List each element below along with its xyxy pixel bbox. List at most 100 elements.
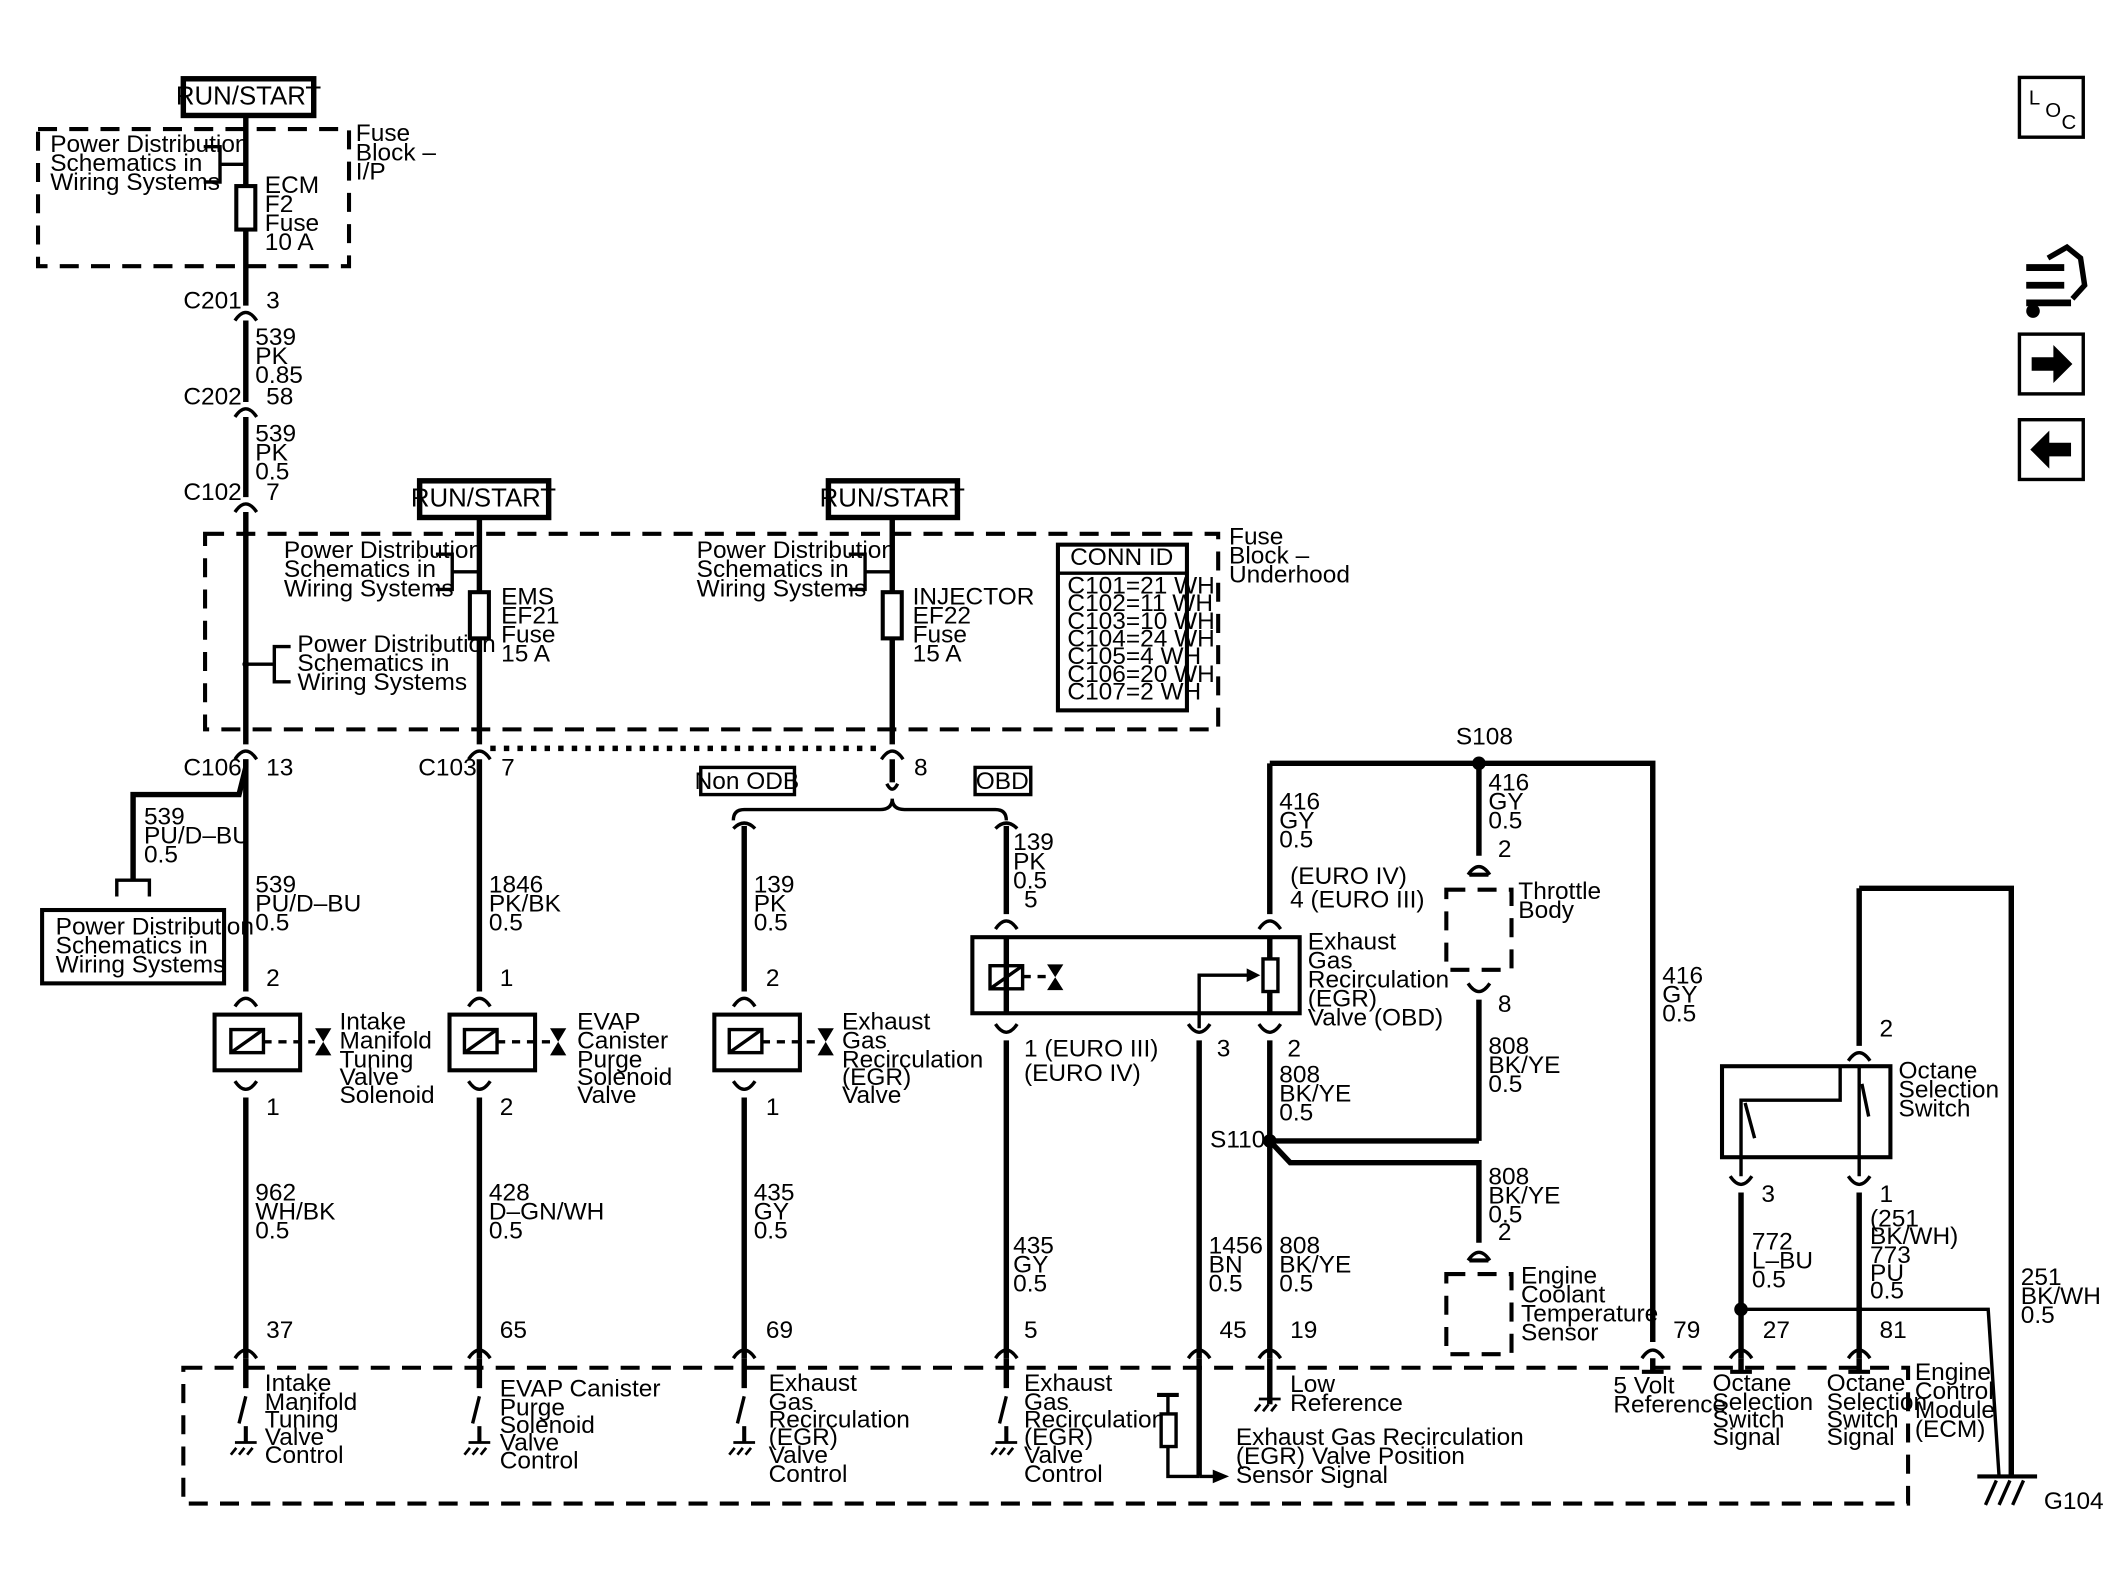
svg-text:808: 808 — [1279, 1233, 1320, 1260]
svg-text:WH/BK: WH/BK — [255, 1199, 336, 1226]
wire-808-bk-ye-egr: 808 BK/YE 0.5 — [1279, 1062, 1351, 1127]
svg-text:PK: PK — [754, 890, 787, 917]
next-page-button[interactable] — [2017, 332, 2085, 396]
svg-text:27: 27 — [1763, 1317, 1790, 1344]
svg-text:1846: 1846 — [489, 871, 543, 898]
svg-text:Recirculation: Recirculation — [842, 1047, 983, 1074]
conn-id-row: C102=11 WH — [1067, 590, 1213, 617]
svg-text:539: 539 — [255, 420, 296, 447]
svg-text:Low: Low — [1290, 1371, 1335, 1398]
conn-id-row: C104=24 WH — [1067, 626, 1214, 653]
ecm-pin-37: 37 Intake Manifold Tuning Valve Control — [229, 1317, 357, 1469]
svg-text:Selection: Selection — [1899, 1076, 2000, 1103]
ground-g104: G104 — [1977, 1474, 2104, 1515]
svg-text:0.5: 0.5 — [2021, 1302, 2055, 1329]
svg-text:Power Distribution: Power Distribution — [284, 537, 482, 564]
svg-text:Non ODB: Non ODB — [695, 768, 800, 795]
svg-text:Wiring Systems: Wiring Systems — [297, 669, 467, 696]
loc-letter-l: L — [2029, 88, 2040, 110]
previous-page-button[interactable] — [2017, 418, 2085, 482]
svg-text:Solenoid: Solenoid — [340, 1082, 435, 1109]
svg-text:Sensor: Sensor — [1521, 1320, 1598, 1347]
svg-text:(251: (251 — [1870, 1205, 1919, 1232]
power-distribution-ref-uh-b: Power Distribution Schematics in Wiring … — [697, 537, 895, 602]
svg-text:0.5: 0.5 — [754, 1218, 788, 1245]
svg-text:(EGR): (EGR) — [1024, 1424, 1093, 1451]
svg-text:Control: Control — [769, 1461, 848, 1488]
svg-text:Underhood: Underhood — [1229, 562, 1350, 589]
wire-808-bk-ye-ect: 808 BK/YE 0.5 — [1488, 1163, 1560, 1228]
svg-text:BK/WH: BK/WH — [2021, 1283, 2101, 1310]
svg-text:Wiring Systems: Wiring Systems — [697, 575, 867, 602]
ecm-pin-65: 65 EVAP Canister Purge Solenoid Valve Co… — [463, 1317, 660, 1474]
svg-text:RUN/START: RUN/START — [820, 485, 965, 513]
svg-text:0.5: 0.5 — [1209, 1271, 1243, 1298]
egr-obd-pin-2: 2 — [1287, 1036, 1301, 1063]
svg-text:BK/YE: BK/YE — [1488, 1182, 1560, 1209]
svg-text:Recirculation: Recirculation — [1024, 1407, 1165, 1434]
svg-text:139: 139 — [1013, 829, 1054, 856]
egr-obd-pin-3: 3 — [1217, 1036, 1231, 1063]
svg-text:Fuse: Fuse — [1229, 524, 1283, 551]
conn-id-title: CONN ID — [1070, 544, 1173, 571]
svg-text:Gas: Gas — [1308, 947, 1353, 974]
run-start-label-3: RUN/START — [820, 478, 965, 521]
splice-s110-label: S110 — [1210, 1127, 1265, 1154]
svg-text:BN: BN — [1209, 1252, 1243, 1279]
svg-text:0.5: 0.5 — [1488, 1071, 1522, 1098]
svg-text:0.5: 0.5 — [754, 909, 788, 936]
egr-valve-obd: Exhaust Gas Recirculation (EGR) Valve (O… — [970, 928, 1449, 1031]
svg-text:Reference: Reference — [1290, 1390, 1403, 1417]
svg-text:13: 13 — [266, 755, 293, 782]
fuse-block-underhood-outline — [203, 531, 1221, 732]
svg-text:10 A: 10 A — [265, 229, 315, 256]
wire-435-gy-col3: 435 GY 0.5 — [754, 1180, 795, 1245]
svg-text:5 Volt: 5 Volt — [1613, 1373, 1674, 1400]
svg-text:7: 7 — [501, 755, 515, 782]
svg-text:0.5: 0.5 — [255, 458, 289, 485]
ecm-pin-79: 79 5 Volt Reference — [1613, 1317, 1726, 1419]
troubleshooting-icon[interactable] — [2026, 243, 2088, 318]
wire-428-dgn-wh: 428 D–GN/WH 0.5 — [489, 1180, 604, 1245]
svg-text:45: 45 — [1220, 1317, 1247, 1344]
ecm-pin-81: 81 Octane Selection Switch Signal — [1827, 1317, 1928, 1451]
conn-id-row: C103=10 WH — [1067, 608, 1214, 635]
svg-text:EMS: EMS — [501, 583, 554, 610]
svg-text:Power Distribution: Power Distribution — [50, 131, 248, 158]
svg-text:C103: C103 — [418, 755, 476, 782]
svg-text:Exhaust: Exhaust — [769, 1370, 858, 1397]
svg-text:81: 81 — [1880, 1317, 1907, 1344]
svg-text:PU: PU — [1870, 1260, 1904, 1287]
egr-obd-euro-pins: (EURO IV) 4 (EURO III) — [1290, 863, 1424, 913]
loc-button[interactable]: L O C — [2017, 75, 2085, 139]
power-distribution-ref-ip: Power Distribution Schematics in Wiring … — [50, 131, 248, 196]
svg-text:GY: GY — [1662, 981, 1697, 1008]
svg-text:GY: GY — [754, 1199, 789, 1226]
svg-text:Valve: Valve — [500, 1430, 559, 1457]
wire-772-l-bu: 772 L–BU 0.5 — [1752, 1229, 1813, 1294]
connector-c202: C202 58 — [183, 384, 293, 418]
svg-text:Valve (OBD): Valve (OBD) — [1308, 1004, 1443, 1031]
throttle-body-pin-2: 2 — [1498, 836, 1512, 863]
svg-text:773: 773 — [1870, 1242, 1911, 1269]
svg-text:962: 962 — [255, 1180, 296, 1207]
svg-text:0.5: 0.5 — [1870, 1277, 1904, 1304]
svg-text:INJECTOR: INJECTOR — [913, 583, 1035, 610]
ems-fuse-label: EMS EF21 Fuse 15 A — [501, 583, 559, 667]
ecm-pin-5: 5 Exhaust Gas Recirculation (EGR) Valve … — [990, 1317, 1165, 1488]
svg-text:C106: C106 — [183, 755, 241, 782]
svg-text:Recirculation: Recirculation — [769, 1407, 910, 1434]
svg-text:1456: 1456 — [1209, 1233, 1263, 1260]
svg-text:EF22: EF22 — [913, 602, 971, 629]
svg-text:772: 772 — [1752, 1229, 1793, 1256]
svg-text:539: 539 — [144, 803, 185, 830]
run-start-label-2: RUN/START — [411, 478, 556, 521]
svg-text:GY: GY — [1013, 1252, 1048, 1279]
col2-pin-bottom: 2 — [500, 1094, 514, 1121]
svg-text:Selection: Selection — [1827, 1389, 1928, 1416]
ecm-fuse-symbol — [234, 184, 258, 232]
ecm-pin-19: 19 Low Reference — [1253, 1317, 1403, 1417]
conn-id-row: C101=21 WH — [1067, 573, 1214, 600]
svg-text:Power Distribution: Power Distribution — [697, 537, 895, 564]
